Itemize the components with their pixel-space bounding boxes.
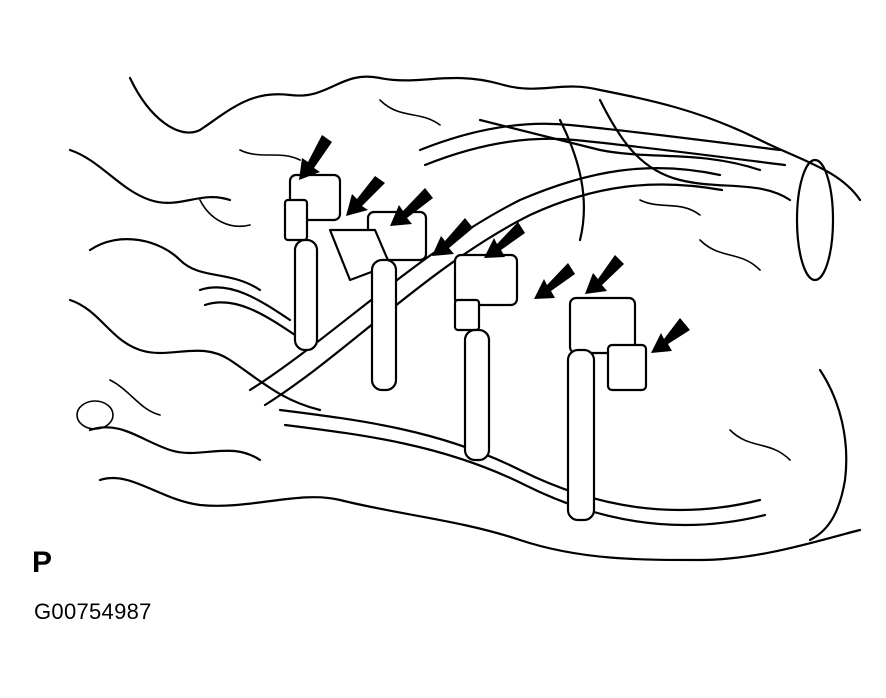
- ignition-coil-3: [453, 253, 519, 462]
- arrow-pointer-icon: [346, 176, 385, 216]
- callout-arrows: [299, 135, 690, 353]
- engine-block-outline: [68, 75, 862, 562]
- figure-code-label: G00754987: [34, 599, 152, 624]
- arrow-pointer-icon: [534, 263, 575, 299]
- ignition-coil-1: [283, 173, 342, 352]
- arrow-pointer-icon: [651, 318, 690, 353]
- ignition-coil-4: [566, 296, 648, 522]
- arrow-pointer-icon: [432, 218, 473, 256]
- arrow-pointer-icon: [390, 188, 433, 226]
- arrow-pointer-icon: [299, 135, 332, 180]
- ignition-coil-2: [328, 210, 428, 392]
- wire-harness: [198, 122, 787, 527]
- view-marker-label: P: [32, 546, 53, 579]
- arrow-pointer-icon: [585, 255, 624, 294]
- arrow-pointer-icon: [484, 222, 525, 258]
